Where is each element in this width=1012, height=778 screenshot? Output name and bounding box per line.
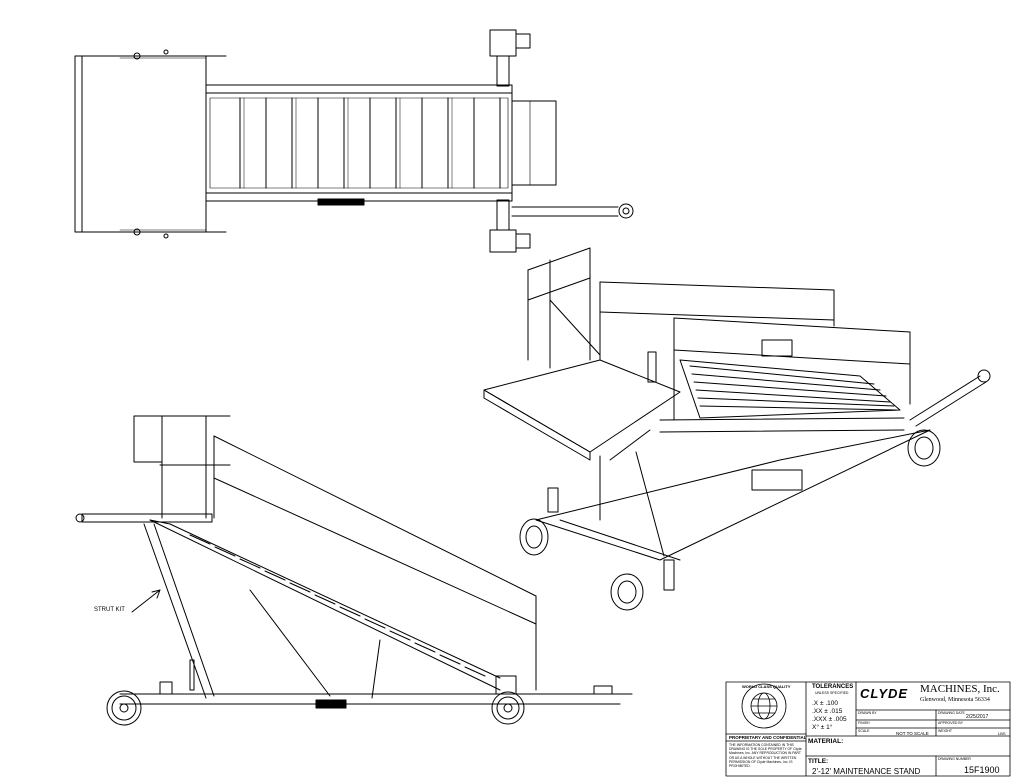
tolerance-angle: X° ± 1° xyxy=(812,724,833,731)
finish-label: FINISH xyxy=(858,721,870,725)
tolerance-xxx: .XXX ± .005 xyxy=(812,716,847,723)
drawing-number-value: 15F1900 xyxy=(964,765,1000,775)
approved-by-label: APPROVED BY xyxy=(938,721,964,725)
company-name: MACHINES, Inc. xyxy=(920,683,1000,695)
drawn-by-label: DRAWN BY xyxy=(858,711,877,715)
scale-value: NOT TO SCALE xyxy=(896,731,929,736)
title-label: TITLE: xyxy=(808,758,829,765)
proprietary-heading: PROPRIETARY AND CONFIDENTIAL xyxy=(729,735,807,740)
tolerances-subtitle: UNLESS SPECIFIED xyxy=(815,691,849,695)
side-view xyxy=(75,415,633,726)
tolerances-title: TOLERANCES xyxy=(812,684,854,690)
scale-label: SCALE xyxy=(858,729,870,733)
confidential-notice: THE INFORMATION CONTAINED IN THIS DRAWIN… xyxy=(729,743,802,769)
isometric-view xyxy=(483,247,991,611)
drawing-date-value: 2/25/2017 xyxy=(966,714,989,720)
title-value: 2'-12' MAINTENANCE STAND xyxy=(812,767,921,776)
drawing-number-label: DRAWING NUMBER xyxy=(938,757,971,761)
material-label: MATERIAL: xyxy=(808,738,844,745)
drawing-date-label: DRAWING DATE xyxy=(938,711,965,715)
tolerance-x: .X ± .100 xyxy=(812,700,838,707)
weight-label: WEIGHT xyxy=(938,729,952,733)
weight-unit: LBS xyxy=(998,731,1006,736)
tolerance-xx: .XX ± .015 xyxy=(812,708,843,715)
title-block-frame xyxy=(725,681,1011,777)
top-view xyxy=(74,29,634,253)
strut-kit-label: STRUT KIT xyxy=(94,607,125,613)
clyde-logo: CLYDE xyxy=(860,686,909,701)
world-class-quality-logo: WORLD CLASS QUALITY xyxy=(742,684,791,689)
company-address: Glenwood, Minnesota 56334 xyxy=(920,697,990,703)
